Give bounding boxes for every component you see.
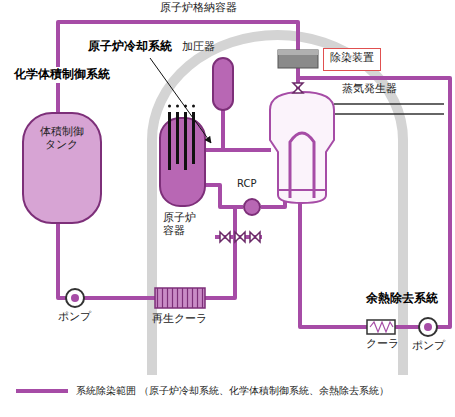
piping xyxy=(58,22,450,327)
legend-line-sample xyxy=(16,389,68,393)
part-label: クーラ xyxy=(366,338,399,351)
legend-swatch xyxy=(14,385,70,397)
decontamination-unit xyxy=(278,50,318,68)
reactor-vessel xyxy=(160,105,205,207)
system-label: 化学体積制御系統 xyxy=(12,67,112,83)
leader-line xyxy=(150,58,211,143)
volume-control-tank: 体積制御タンク xyxy=(22,112,102,224)
part-label: 再生クーラ xyxy=(152,313,207,326)
valve xyxy=(220,83,303,242)
decontamination-label-box: 除染装置 xyxy=(323,48,381,71)
legend-row: 系統除染範囲 （原子炉冷却系統、化学体積制御系統、余熱除去系統） xyxy=(14,385,389,397)
pump-symbol xyxy=(419,318,437,336)
rhr-cooler xyxy=(367,320,395,334)
part-label: ポンプ xyxy=(58,311,91,324)
containment-label: 原子炉格納容器 xyxy=(160,2,237,15)
legend-text: 系統除染範囲 （原子炉冷却系統、化学体積制御系統、余熱除去系統） xyxy=(76,385,389,397)
node-text: 体積制御タンク xyxy=(38,126,85,151)
system-label: 余熱除去系統 xyxy=(366,292,438,306)
part-label: ポンプ xyxy=(412,340,445,353)
steam-generator xyxy=(270,92,334,203)
part-label: RCP xyxy=(237,178,256,190)
containment-wall xyxy=(152,35,403,375)
coolant-pump xyxy=(244,199,260,215)
pump-symbol xyxy=(66,289,84,307)
system-label: 原子炉冷却系統 xyxy=(88,40,172,54)
regenerative-cooler xyxy=(155,288,205,308)
pressurizer xyxy=(213,58,233,110)
part-label: 原子炉容器 xyxy=(163,212,199,237)
part-label: 蒸気発生器 xyxy=(342,83,397,96)
steam-line xyxy=(334,104,444,114)
part-label: 加圧器 xyxy=(182,41,215,54)
node-text: 除染装置 xyxy=(329,52,375,65)
